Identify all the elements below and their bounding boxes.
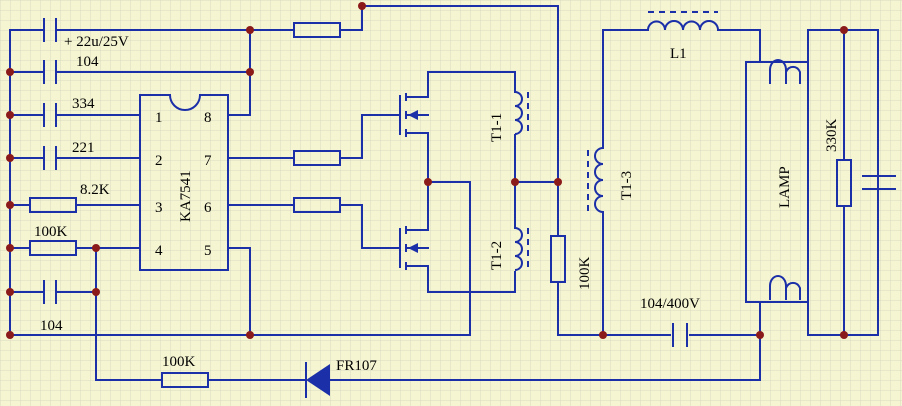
resistor-330k: [836, 159, 852, 207]
mosfet-upper: [399, 71, 516, 183]
label-res-100k-bottom: 100K: [162, 354, 196, 370]
ic-pin-7: 7: [204, 153, 212, 169]
label-l1: L1: [670, 46, 687, 62]
label-t1-1: T1-1: [489, 113, 505, 142]
resistor-100k-left: [29, 240, 77, 256]
resistor-100k-bottom: [161, 372, 209, 388]
label-cap-104-top: 104: [76, 54, 99, 70]
ic-pin-6: 6: [204, 200, 212, 216]
resistor-top: [293, 22, 341, 38]
resistor-8-2k: [29, 197, 77, 213]
label-diode: FR107: [336, 358, 377, 374]
label-lamp: LAMP: [777, 166, 793, 208]
capacitor-334: [43, 103, 57, 127]
resistor-gate-upper: [293, 150, 341, 166]
capacitor-104-400v: [672, 323, 688, 347]
ic-pin-8: 8: [204, 110, 212, 126]
label-cap-221: 221: [72, 140, 95, 156]
label-cap-104-400v: 104/400V: [640, 296, 700, 312]
label-res-330k: 330K: [824, 119, 840, 153]
bridge-wiring: [427, 134, 761, 336]
ic-pin-5: 5: [204, 243, 212, 259]
label-ic: KA7541: [178, 170, 194, 222]
label-t1-3: T1-3: [619, 171, 635, 200]
ic-pin-2: 2: [155, 153, 163, 169]
capacitor-lamp: [862, 175, 896, 190]
resistor-gate-lower: [293, 197, 341, 213]
capacitor-221: [43, 146, 57, 170]
diode-fr107: [305, 362, 330, 398]
resistor-100k-mid: [550, 235, 566, 283]
ic-pin-1: 1: [155, 110, 163, 126]
label-res-100k-mid: 100K: [577, 257, 593, 291]
label-cap-22u: + 22u/25V: [64, 34, 129, 50]
label-cap-334: 334: [72, 96, 95, 112]
label-cap-104-bottom: 104: [40, 318, 63, 334]
capacitor-104-bottom: [43, 280, 57, 304]
winding-t1-1: [514, 91, 529, 136]
ic-pin-3: 3: [155, 200, 163, 216]
label-res-8-2k: 8.2K: [80, 182, 110, 198]
lamp: [745, 59, 809, 303]
ic-ka7541: [139, 94, 229, 271]
winding-t1-2: [514, 227, 529, 272]
capacitor-104-top: [43, 60, 57, 84]
capacitor-22u: [43, 18, 57, 42]
junction-dots: [6, 2, 848, 339]
inductor-l1: [647, 11, 719, 31]
label-res-100k-left: 100K: [34, 224, 68, 240]
mosfet-lower: [399, 181, 516, 293]
ic-pin-4: 4: [155, 243, 163, 259]
label-t1-2: T1-2: [489, 241, 505, 270]
winding-t1-3: [587, 147, 604, 214]
